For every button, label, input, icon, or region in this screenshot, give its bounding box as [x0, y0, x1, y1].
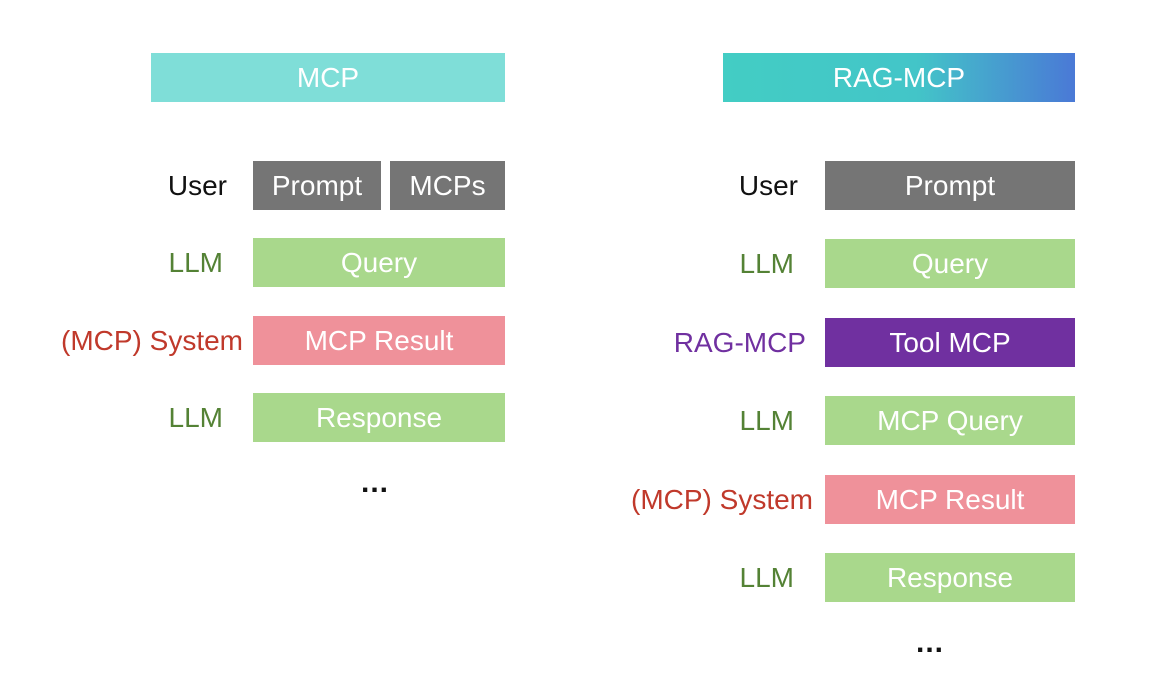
- mcp-role-llm-query: LLM: [168, 246, 223, 278]
- rag-role-system: (MCP) System: [631, 483, 813, 515]
- rag-role-rag-mcp: RAG-MCP: [673, 326, 806, 358]
- rag-prompt-box: Prompt: [825, 161, 1075, 210]
- rag-tool-mcp-box: Tool MCP: [825, 318, 1075, 367]
- rag-mcp-query-box: MCP Query: [825, 396, 1075, 445]
- rag-mcp-result-box: MCP Result: [825, 475, 1075, 524]
- rag-role-llm-mcp-query: LLM: [739, 404, 794, 436]
- rag-response-box: Response: [825, 553, 1075, 602]
- rag-query-box: Query: [825, 239, 1075, 288]
- mcp-role-user: User: [167, 169, 227, 201]
- mcp-result-box: MCP Result: [253, 316, 505, 365]
- mcp-header: MCP: [151, 53, 505, 102]
- rag-role-llm-response: LLM: [739, 561, 794, 593]
- mcp-response-box: Response: [253, 393, 505, 442]
- mcp-mcps-box: MCPs: [390, 161, 505, 210]
- rag-role-user: User: [738, 169, 798, 201]
- mcp-role-system: (MCP) System: [61, 324, 243, 356]
- mcp-role-llm-response: LLM: [168, 401, 223, 433]
- mcp-query-box: Query: [253, 238, 505, 287]
- mcp-ellipsis: ...: [361, 466, 390, 499]
- rag-role-llm-query: LLM: [739, 247, 794, 279]
- mcp-prompt-box: Prompt: [253, 161, 381, 210]
- rag-ellipsis: ...: [916, 626, 945, 659]
- rag-mcp-header: RAG-MCP: [723, 53, 1075, 102]
